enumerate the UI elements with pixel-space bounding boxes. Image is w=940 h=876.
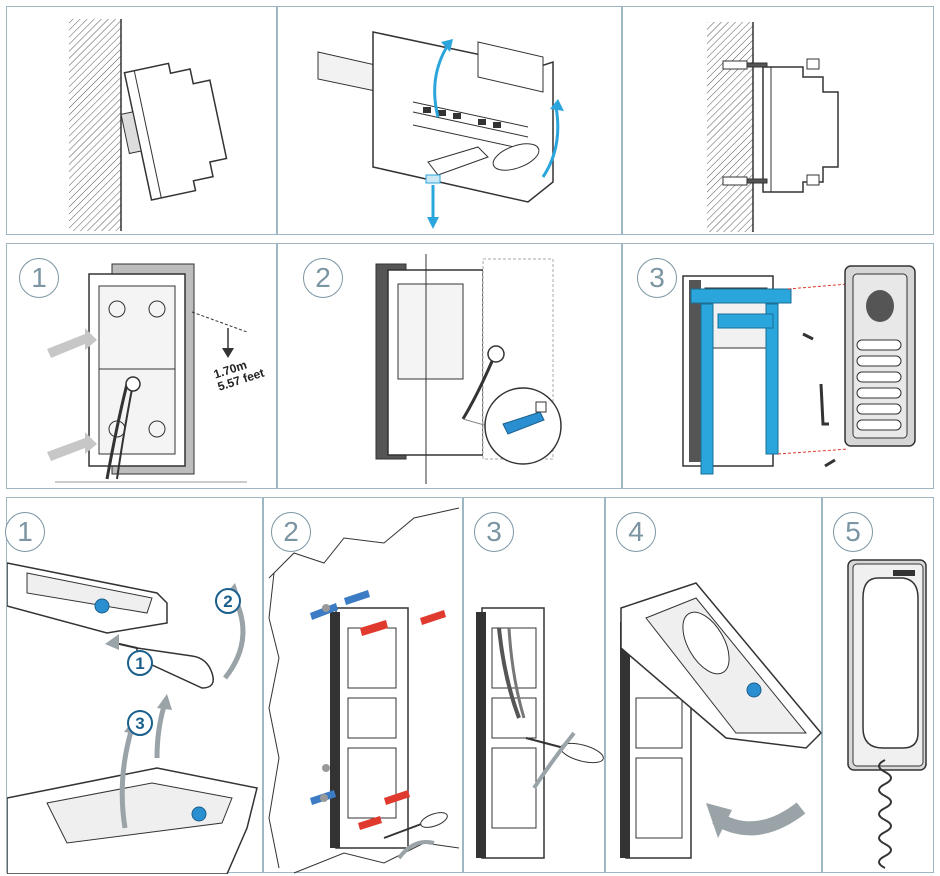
- step-number: 1: [19, 258, 59, 298]
- din-rail-panel-1: [6, 6, 277, 235]
- step-number: 2: [271, 512, 311, 552]
- step-number: 1: [5, 512, 45, 552]
- step-number: 3: [474, 512, 514, 552]
- step-number: 4: [616, 512, 656, 552]
- step-number: 5: [833, 512, 873, 552]
- installed-handset-panel: 5: [822, 497, 934, 873]
- module-wiring-illustration: [375, 254, 562, 484]
- handset-opening-illustration: [7, 562, 258, 874]
- handset-closing-illustration: [620, 582, 823, 859]
- wall-mount-screws-panel: 2: [263, 497, 463, 874]
- din-module-wall-mounted-illustration: [707, 22, 839, 232]
- flush-box-installation-illustration: [47, 263, 248, 483]
- flush-box-panel: 1 1.70m 5.57 feet: [6, 243, 277, 489]
- cable-connection-illustration: [476, 607, 604, 859]
- din-module-removal-illustration: [317, 31, 564, 229]
- frame-and-panel-assembly-illustration: [682, 265, 916, 475]
- step-number: 2: [303, 258, 343, 298]
- din-rail-panel-3: [622, 6, 934, 235]
- frame-assembly-panel: 3: [622, 243, 934, 489]
- handset-opening-panel: 1 1 2 3: [5, 497, 263, 874]
- sub-step-2: 2: [215, 588, 241, 614]
- din-module-wall-tilted-illustration: [69, 19, 228, 231]
- cable-connection-panel: 3: [463, 497, 605, 873]
- sub-step-3: 3: [127, 710, 153, 736]
- sub-step-1: 1: [127, 650, 153, 676]
- installed-handset-illustration: [847, 559, 927, 869]
- wall-mount-screws-illustration: [268, 507, 460, 874]
- din-rail-panel-2: [277, 6, 622, 235]
- step-number: 3: [637, 258, 677, 298]
- handset-closing-panel: 4: [605, 497, 823, 873]
- module-wiring-panel: 2: [277, 243, 622, 489]
